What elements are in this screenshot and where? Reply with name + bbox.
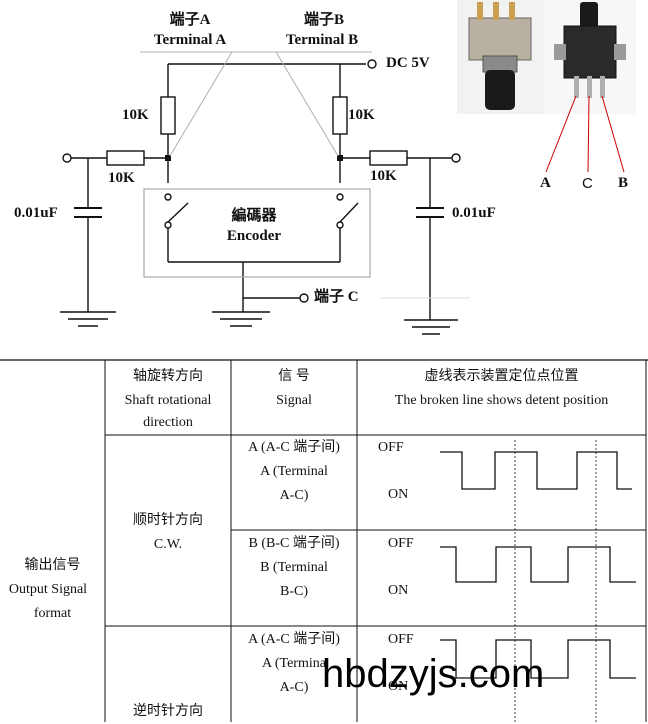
header-shaft-en-1: Shaft rotational <box>124 393 212 408</box>
cap-left-label: 0.01uF <box>14 205 58 221</box>
switch-left-top-contact <box>164 193 172 201</box>
row3-signal-line2: A (Termina <box>262 656 326 671</box>
supply-terminal <box>367 59 377 69</box>
row2-on-label: ON <box>388 583 409 598</box>
terminal-b-en-label: Terminal B <box>285 32 359 48</box>
row3-off-label: OFF <box>388 632 414 647</box>
pullup-left-label: 10K <box>122 107 149 123</box>
right-output-terminal <box>451 153 461 163</box>
leader-terminal-a <box>169 51 233 157</box>
pin-c-label: C <box>582 175 593 192</box>
cap-right-label: 0.01uF <box>452 205 496 221</box>
terminal-c-point <box>299 293 309 303</box>
terminal-a-cn-label: 端子A <box>169 12 211 28</box>
row2-signal-line2: B (Terminal <box>260 560 328 575</box>
encoder-photo-back <box>544 0 636 114</box>
row3-on-label: ON <box>388 679 409 694</box>
row1-signal-line1: A (A-C 端子间) <box>248 440 340 455</box>
pullup-right-label: 10K <box>348 107 375 123</box>
header-detent-cn: 虚线表示装置定位点位置 <box>424 369 579 384</box>
row2-off-label: OFF <box>388 536 414 551</box>
row1-signal-line2: A (Terminal <box>260 464 328 479</box>
header-signal-en: Signal <box>276 393 312 408</box>
encoder-photo-front <box>457 0 544 114</box>
supply-label: DC 5V <box>386 55 430 71</box>
row1-off-label: OFF <box>378 440 404 455</box>
watermark-text: hbdzyjs.com <box>322 652 545 696</box>
header-shaft-cn: 轴旋转方向 <box>133 369 203 384</box>
pin-a-label: A <box>540 175 551 191</box>
terminal-b-cn-label: 端子B <box>303 12 344 28</box>
switch-right-top-contact <box>336 193 344 201</box>
junction-right <box>337 155 343 161</box>
leader-pin-c <box>587 95 590 173</box>
switch-left-blade <box>167 202 189 223</box>
row3-signal-line1: A (A-C 端子间) <box>248 632 340 647</box>
encoder-box <box>143 188 371 278</box>
series-left-label: 10K <box>108 170 135 186</box>
encoder-cn-label: 編碼器 <box>231 208 277 224</box>
series-right-label: 10K <box>370 168 397 184</box>
output-cn: 输出信号 <box>24 558 81 573</box>
row3-signal-line3: A-C) <box>279 680 309 695</box>
switch-right-blade <box>339 202 359 223</box>
leader-pin-b <box>601 95 625 173</box>
row1-on-label: ON <box>388 487 409 502</box>
row2-signal-line3: B-C) <box>280 584 308 599</box>
header-shaft-en-2: direction <box>143 415 193 430</box>
junction-left <box>165 155 171 161</box>
pin-b-label: B <box>618 175 629 191</box>
terminal-a-en-label: Terminal A <box>153 32 227 48</box>
terminal-c-label: 端子 C <box>314 289 359 305</box>
encoder-en-label: Encoder <box>226 228 282 244</box>
waveform-cw-b <box>440 546 636 583</box>
row2-signal-line1: B (B-C 端子间) <box>248 536 340 551</box>
cw-cn: 顺时针方向 <box>133 513 203 528</box>
header-signal-cn: 信 号 <box>278 369 310 384</box>
row1-signal-line3: A-C) <box>279 488 309 503</box>
waveform-cw-a <box>440 451 632 490</box>
cw-en: C.W. <box>153 537 183 552</box>
output-en-2: format <box>33 606 72 621</box>
ccw-cn: 逆时针方向 <box>133 704 203 719</box>
waveform-ccw-a <box>440 639 636 679</box>
output-en-1: Output Signal <box>8 582 88 597</box>
leader-pin-a <box>545 95 577 173</box>
leader-terminal-b <box>275 51 339 157</box>
header-detent-en: The broken line shows detent position <box>394 393 609 408</box>
